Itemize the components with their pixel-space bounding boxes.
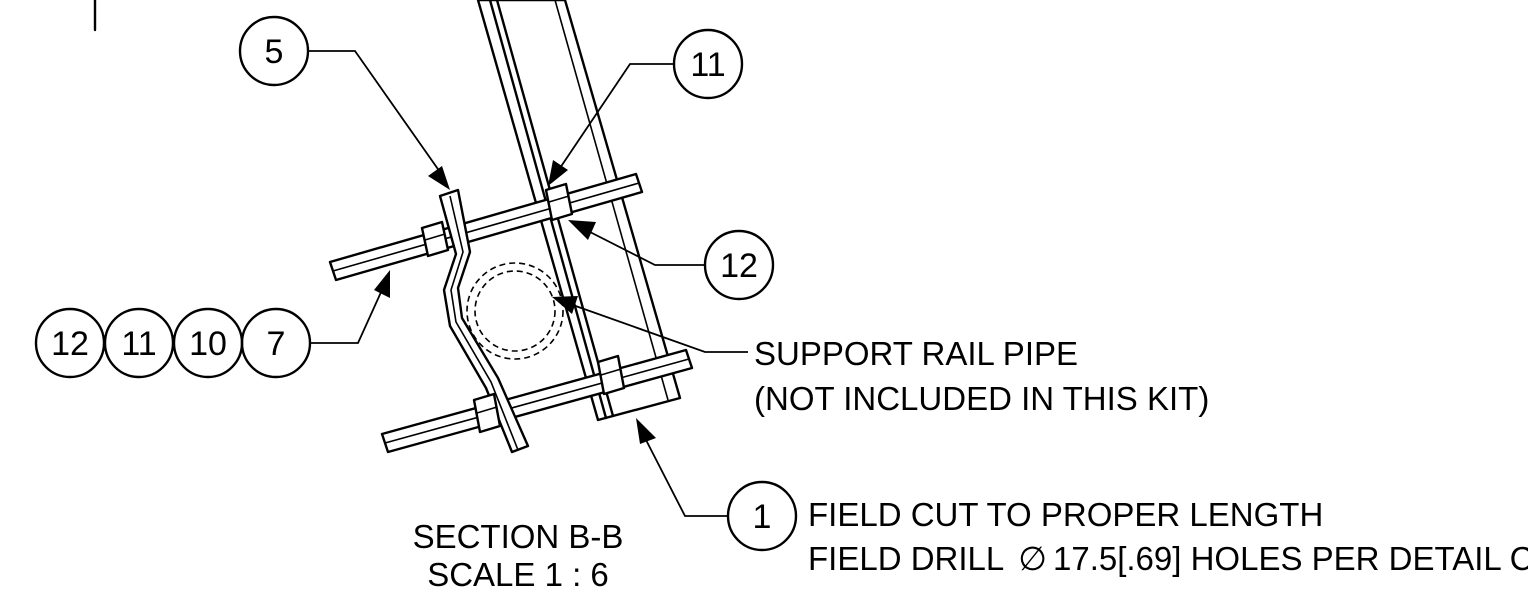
diameter-symbol: ∅ [1018,540,1047,577]
section-label: SECTION B-B SCALE 1 : 6 [413,518,624,593]
balloon-11-top: 11 [548,28,744,186]
balloon-11-left-label: 11 [121,325,156,363]
balloon-5-label: 5 [265,33,284,71]
support-rail-pipe-note-line1: SUPPORT RAIL PIPE [754,335,1078,372]
nut-lower-right [596,354,626,396]
nut-upper-left [420,220,450,258]
support-rail-pipe-note-line2: (NOT INCLUDED IN THIS KIT) [754,380,1209,417]
support-rail-pipe-hidden [466,262,564,360]
balloon-1-callout: 1 FIELD CUT TO PROPER LENGTH FIELD DRILL… [636,418,1528,577]
balloon-12-left-label: 12 [51,325,89,363]
section-title: SECTION B-B [413,518,624,555]
balloon-5: 5 [238,15,450,190]
section-scale: SCALE 1 : 6 [427,556,609,593]
support-rail-pipe-callout: SUPPORT RAIL PIPE (NOT INCLUDED IN THIS … [552,296,1209,417]
balloon-7-left-label: 7 [267,325,286,363]
field-drill-note-line2: FIELD DRILL ∅17.5[.69] HOLES PER DETAIL C [808,540,1528,577]
balloon-1-label: 1 [753,498,772,536]
field-drill-suffix: 17.5[.69] HOLES PER DETAIL C [1053,540,1528,577]
balloon-10-left-label: 10 [189,325,227,363]
balloon-12-right-label: 12 [720,247,758,285]
balloon-group-left: 12 11 10 7 [34,270,390,379]
nut-lower-left [472,392,502,434]
balloon-12-right: 12 [568,220,775,301]
nut-upper-right [544,182,574,222]
field-cut-note-line1: FIELD CUT TO PROPER LENGTH [808,496,1323,533]
clamp-bracket-part-5 [438,188,530,454]
balloon-11-top-label: 11 [690,46,725,84]
field-drill-prefix: FIELD DRILL [808,540,1004,577]
